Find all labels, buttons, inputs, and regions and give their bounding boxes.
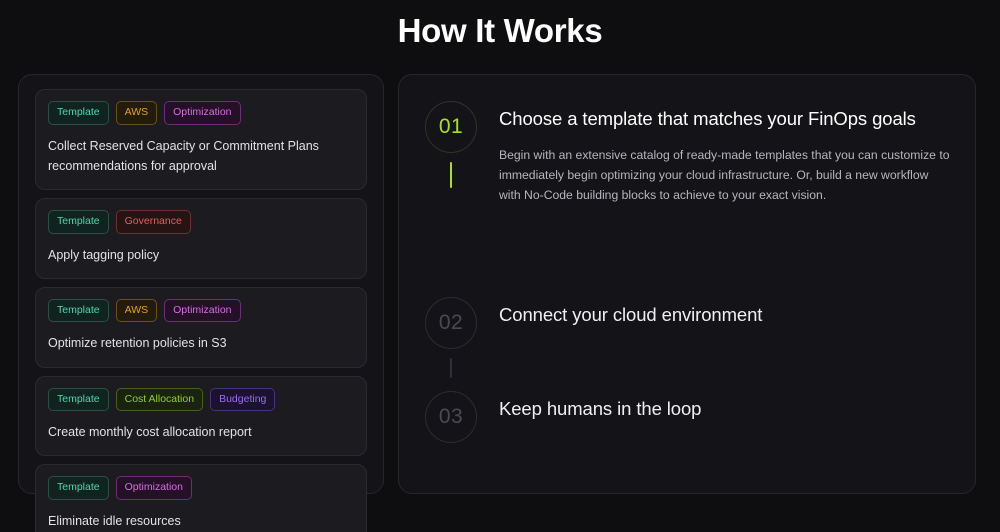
step-description: Begin with an extensive catalog of ready… (499, 147, 950, 202)
tag-budgeting[interactable]: Budgeting (210, 387, 276, 411)
step-marker: 03 (423, 391, 479, 443)
step-item[interactable]: 02 Connect your cloud environment (423, 297, 951, 391)
template-card-text: Apply tagging policy (48, 247, 160, 262)
tag-template[interactable]: Template (48, 476, 109, 500)
tag-template[interactable]: Template (48, 387, 109, 411)
tag-template[interactable]: Template (48, 298, 109, 323)
template-card-text: Eliminate idle resources (48, 513, 181, 528)
step-heading: Choose a template that matches your FinO… (499, 108, 916, 129)
tag-template[interactable]: Template (48, 101, 109, 125)
tag-optimization[interactable]: Optimization (164, 101, 241, 125)
tag-aws[interactable]: AWS (115, 101, 158, 125)
step-item[interactable]: 03 Keep humans in the loop (423, 391, 951, 451)
step-marker: 01 (423, 101, 479, 191)
steps-panel: 01 Choose a template that matches your Fi… (398, 74, 976, 494)
tag-optimization[interactable]: Optimization (115, 476, 192, 500)
step-body: Keep humans in the loop (479, 391, 951, 422)
tag-governance[interactable]: Governance (115, 210, 191, 234)
tag-cost[interactable]: Cost Allocation (115, 387, 204, 411)
step-connector-line (450, 358, 452, 378)
step-connector-line (450, 162, 452, 188)
steps-list: 01 Choose a template that matches your Fi… (423, 101, 951, 451)
step-marker: 02 (423, 297, 479, 387)
template-card-text: Optimize retention policies in S3 (48, 336, 227, 351)
step-number-circle: 03 (425, 391, 477, 443)
template-card-text: Create monthly cost allocation report (48, 425, 252, 439)
template-card-text: Collect Reserved Capacity or Commitment … (48, 138, 319, 173)
step-item[interactable]: 01 Choose a template that matches your Fi… (423, 101, 951, 297)
step-heading: Keep humans in the loop (499, 398, 702, 419)
step-number-circle: 02 (425, 297, 477, 349)
tag-optimization[interactable]: Optimization (164, 298, 241, 323)
step-body: Choose a template that matches your FinO… (479, 101, 951, 205)
step-progress-indicator (450, 162, 452, 188)
step-body: Connect your cloud environment (479, 297, 951, 328)
tag-aws[interactable]: AWS (115, 298, 158, 323)
step-heading: Connect your cloud environment (499, 304, 763, 325)
page-title: How It Works (397, 12, 603, 49)
step-number-circle: 01 (425, 101, 477, 153)
tag-template[interactable]: Template (48, 210, 109, 234)
